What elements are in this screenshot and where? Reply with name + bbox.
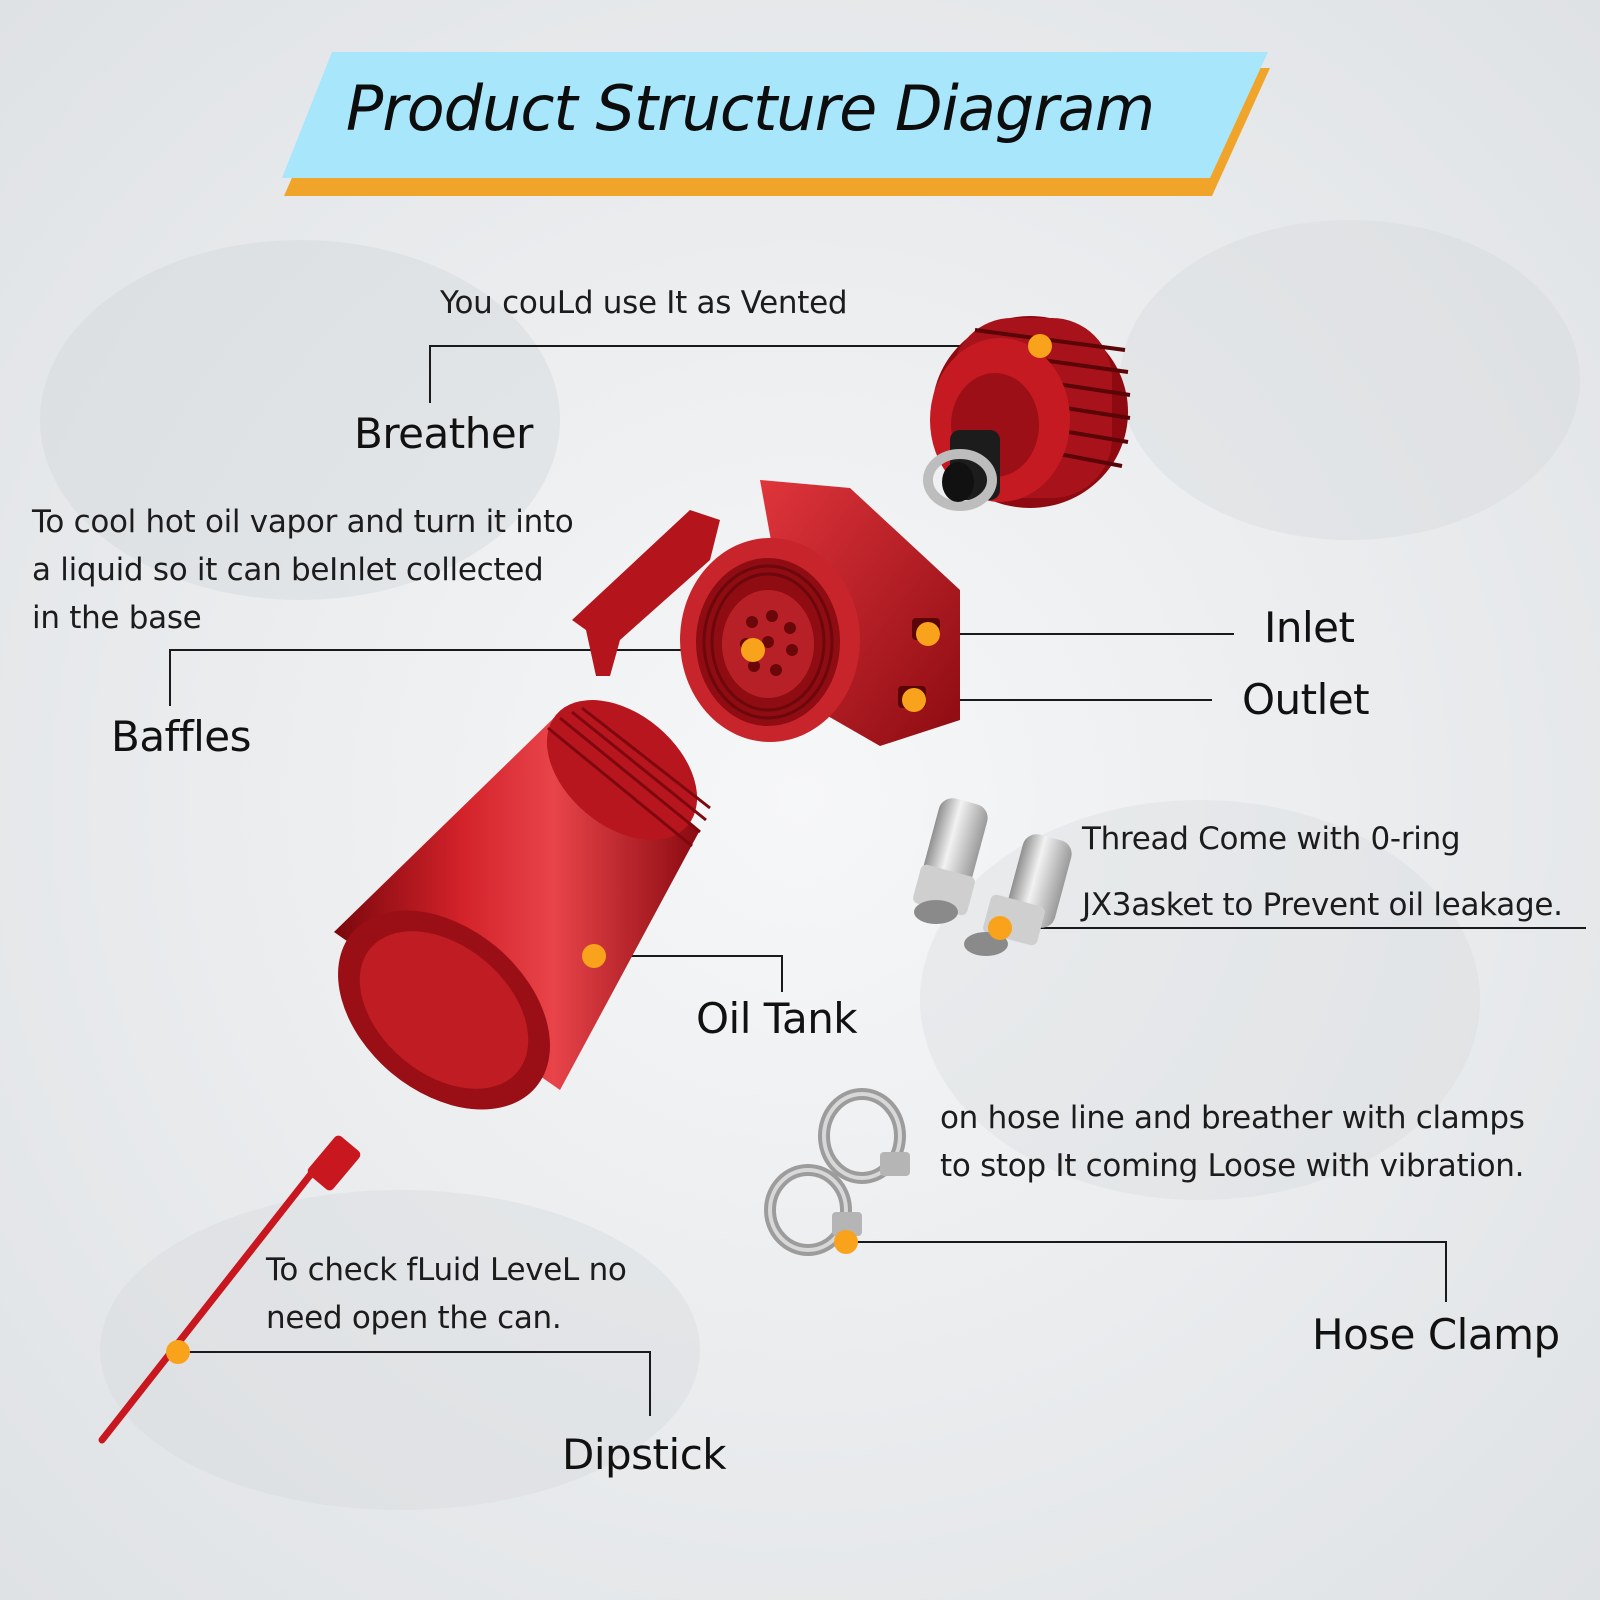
baffles-description-line: To cool hot oil vapor and turn it into: [32, 504, 574, 540]
background-texture: [40, 220, 1580, 1510]
baffles-leader: [169, 649, 753, 706]
head-part: [572, 480, 960, 746]
breather-label: Breather: [354, 409, 533, 458]
baffles-marker: [741, 638, 765, 662]
baffles-description: To cool hot oil vapor and turn it into a…: [32, 498, 574, 642]
hose-clamp-marker: [834, 1230, 858, 1254]
oil-tank-marker: [582, 944, 606, 968]
title-banner: [282, 52, 1270, 196]
outlet-marker: [902, 688, 926, 712]
oil-tank-part: [334, 700, 711, 1110]
dipstick-description-line: To check fLuid LeveL no: [266, 1252, 627, 1288]
dipstick-marker: [166, 1340, 190, 1364]
hose-clamp-description: on hose line and breather with clamps to…: [940, 1094, 1525, 1190]
breather-marker: [1028, 334, 1052, 358]
inlet-marker: [916, 622, 940, 646]
banner-fill: [282, 52, 1268, 178]
dipstick-description-line: need open the can.: [266, 1300, 562, 1336]
markers: [166, 334, 1052, 1364]
hose-clamps-part: [764, 1088, 910, 1256]
hose-clamp-description-line: to stop It coming Loose with vibration.: [940, 1148, 1525, 1184]
hose-clamp-label: Hose Clamp: [1312, 1310, 1560, 1359]
fitting-description-line: JX3asket to Prevent oil leakage.: [1082, 887, 1563, 923]
oil-tank-leader: [594, 955, 783, 992]
dipstick-part: [98, 1135, 361, 1444]
inlet-label: Inlet: [1264, 603, 1355, 652]
dipstick-leader: [178, 1351, 651, 1416]
leader-lines: [169, 345, 1586, 1416]
breather-leader: [429, 345, 1040, 403]
oil-tank-label: Oil Tank: [696, 994, 858, 1043]
baffles-description-line: in the base: [32, 600, 202, 636]
page-title: Product Structure Diagram: [345, 72, 1155, 145]
dipstick-description: To check fLuid LeveL no need open the ca…: [266, 1246, 627, 1342]
outlet-label: Outlet: [1242, 675, 1370, 724]
breather-description: You couLd use It as Vented: [440, 285, 848, 321]
hose-clamp-leader: [846, 1241, 1447, 1302]
fitting-marker: [988, 916, 1012, 940]
breather-part: [923, 316, 1131, 511]
hose-clamp-description-line: on hose line and breather with clamps: [940, 1100, 1525, 1136]
baffles-label: Baffles: [111, 712, 252, 761]
dipstick-label: Dipstick: [562, 1430, 727, 1479]
fitting-description: Thread Come with 0-ring JX3asket to Prev…: [1082, 806, 1563, 938]
baffles-description-line: a liquid so it can beInlet collected: [32, 552, 544, 588]
fitting-description-line: Thread Come with 0-ring: [1082, 821, 1461, 857]
